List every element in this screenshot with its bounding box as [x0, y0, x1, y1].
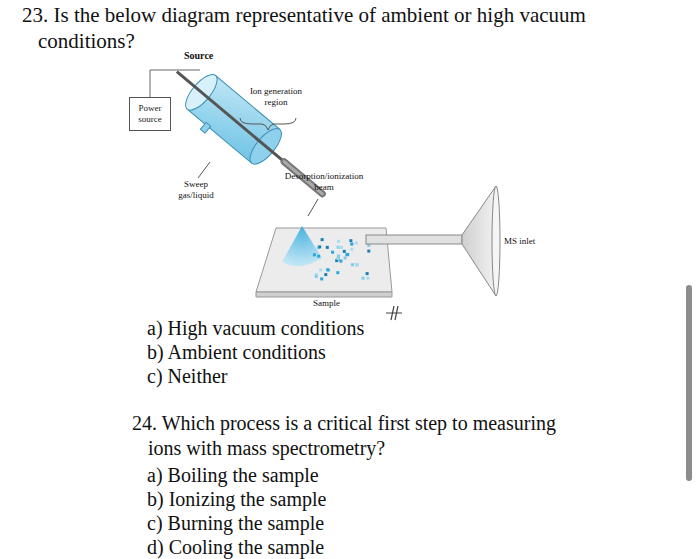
- answer-option: a) High vacuum conditions: [147, 316, 547, 340]
- break-symbol: [386, 306, 402, 320]
- particle: [350, 243, 353, 246]
- answer-option: b) Ionizing the sample: [147, 487, 547, 511]
- particle: [355, 242, 358, 245]
- particle: [336, 271, 339, 274]
- particle: [349, 239, 352, 242]
- answer-option: b) Ambient conditions: [147, 340, 547, 364]
- sample-label: Sample: [313, 298, 353, 309]
- region-label: Ion generation region: [246, 86, 306, 108]
- particle: [318, 245, 321, 248]
- box-text: Power source: [133, 103, 167, 125]
- inlet-cone: [462, 186, 496, 296]
- particle: [326, 268, 329, 271]
- particle: [324, 273, 327, 276]
- answer-option: c) Neither: [147, 364, 547, 388]
- particle: [346, 253, 349, 256]
- spray-beam: [282, 226, 322, 266]
- particle: [351, 263, 354, 266]
- particle: [350, 248, 353, 251]
- particle: [337, 255, 340, 258]
- particle: [326, 246, 329, 249]
- answer-option: a) Boiling the sample: [147, 463, 547, 487]
- answer-option: c) Burning the sample: [147, 511, 547, 535]
- particle: [345, 253, 348, 256]
- particle: [313, 253, 316, 256]
- particle: [366, 277, 369, 280]
- answer-option: d) Cooling the sample: [147, 535, 547, 559]
- sample-plate-edge: [256, 292, 392, 297]
- leader-line: [308, 199, 318, 216]
- scrollbar: [686, 285, 692, 481]
- particle: [367, 250, 370, 253]
- particle: [315, 275, 318, 278]
- particle: [331, 251, 334, 254]
- gas-label: Sweep gas/liquid: [174, 179, 218, 201]
- particle: [317, 255, 320, 258]
- inlet-tube: [366, 235, 462, 244]
- particle: [339, 260, 342, 263]
- particle: [338, 246, 341, 249]
- inlet-label: MS inlet: [504, 236, 564, 247]
- leader-line: [198, 162, 210, 178]
- source-cylinder: [158, 55, 336, 216]
- particle: [321, 238, 324, 241]
- particle: [337, 240, 340, 243]
- particle: [356, 263, 359, 266]
- particle: [366, 272, 369, 275]
- particle: [319, 269, 322, 272]
- sample-particles: [313, 238, 370, 280]
- particle: [355, 263, 358, 266]
- process-box: Power source: [129, 97, 171, 131]
- particle: [320, 277, 323, 280]
- particle: [344, 257, 347, 260]
- beam-label: Desorption/ionization beam: [284, 171, 364, 193]
- inlet-mouth: [492, 186, 500, 296]
- question-text: 24. Which process is a critical first st…: [132, 411, 590, 461]
- question-text: 23. Is the below diagram representative …: [22, 2, 622, 54]
- particle: [343, 250, 346, 253]
- source-label: Source: [184, 50, 244, 62]
- bracket: [240, 118, 296, 130]
- particle: [362, 277, 365, 280]
- particle: [327, 269, 330, 272]
